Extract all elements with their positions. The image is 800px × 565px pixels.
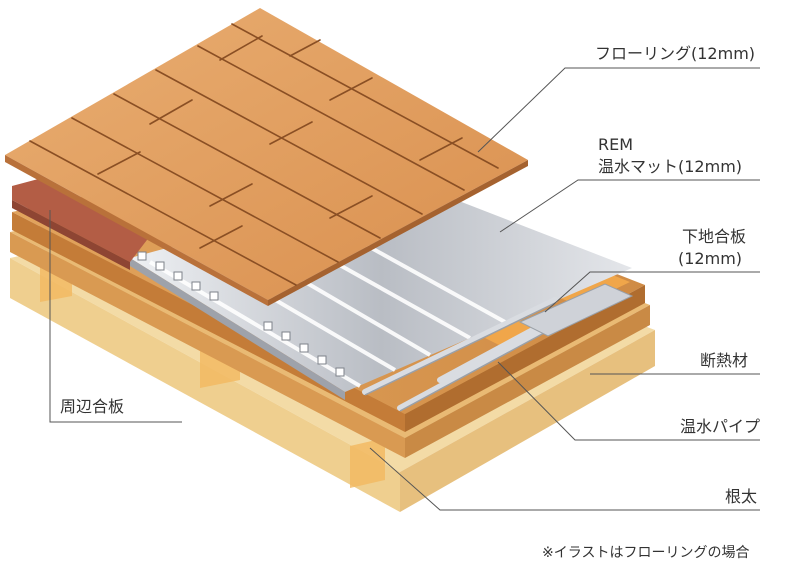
label-rem: REM — [598, 135, 634, 154]
flooring-layer — [5, 8, 528, 306]
leader-lines — [49, 67, 760, 511]
illustration-note: ※イラストはフローリングの場合 — [542, 545, 750, 561]
label-rem-mat: 温水マット(12mm) — [598, 157, 743, 176]
label-flooring: フローリング(12mm) — [595, 44, 756, 63]
label-hot-water-pipe: 温水パイプ — [680, 417, 761, 436]
label-perimeter-plywood: 周辺合板 — [60, 397, 125, 416]
pipe-header — [518, 283, 634, 337]
label-insulation: 断熱材 — [700, 351, 749, 370]
label-subfloor-thickness: (12mm) — [678, 249, 743, 268]
label-joist: 根太 — [725, 487, 758, 506]
label-subfloor: 下地合板 — [682, 227, 747, 246]
